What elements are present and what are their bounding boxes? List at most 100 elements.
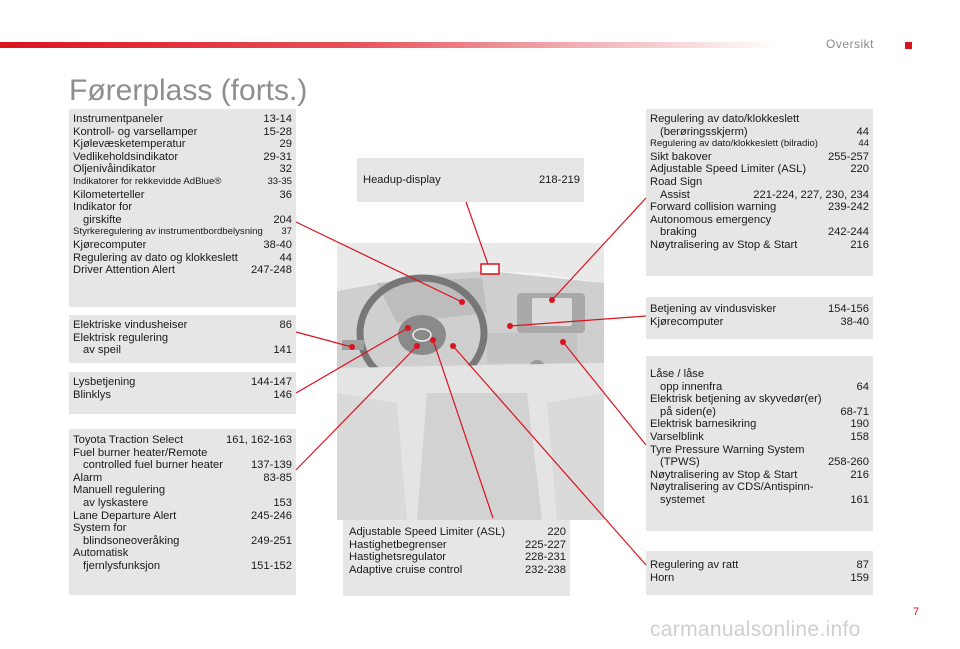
entry-label: Blinklys: [73, 388, 111, 401]
entry-page: 15-28: [263, 125, 292, 138]
entry-page: 33-35: [267, 175, 292, 187]
entry-page: 68-71: [840, 405, 869, 418]
index-entry: System for: [73, 522, 292, 535]
entry-label: Elektriske vindusheiser: [73, 319, 188, 331]
entry-label: Elektrisk regulering: [73, 331, 169, 344]
entry-page: 38-40: [840, 315, 869, 328]
entry-label: av lyskastere: [83, 496, 149, 509]
entry-page: 44: [858, 138, 869, 150]
entry-label: systemet: [660, 493, 705, 506]
entry-label: blindsoneoveråking: [83, 534, 180, 547]
entry-label: Lysbetjening: [73, 376, 136, 388]
entry-page: 216: [850, 238, 869, 251]
entry-label: Regulering av dato og klokkeslett: [73, 251, 238, 264]
entry-label: Kontroll- og varsellamper: [73, 125, 198, 138]
entry-label: Lane Departure Alert: [73, 509, 177, 522]
entry-label: Sikt bakover: [650, 150, 712, 163]
entry-page: 141: [273, 344, 292, 357]
entry-label: Nøytralisering av Stop & Start: [650, 468, 798, 481]
entry-label: Assist: [660, 188, 690, 201]
index-entry: Elektriske vindusheiser 86: [73, 319, 292, 332]
index-entry: Road Sign: [650, 176, 869, 189]
entry-label: Hastighetbegrenser: [349, 538, 447, 551]
entry-label: System for: [73, 522, 127, 535]
entry-label: Toyota Traction Select: [73, 434, 184, 446]
entry-label: Indikatorer for rekkevidde AdBlue®: [73, 175, 222, 187]
entry-page: 38-40: [263, 238, 292, 251]
entry-label: Kjørecomputer: [650, 315, 724, 328]
index-entry: Nøytralisering av CDS/Antispinn-: [650, 481, 869, 494]
entry-page: 36: [279, 188, 292, 201]
entry-label: Betjening av vindusvisker: [650, 303, 777, 315]
entry-label: Fuel burner heater/Remote: [73, 446, 208, 459]
entry-label: Forward collision warning: [650, 201, 777, 214]
entry-page: 242-244: [827, 226, 869, 239]
entry-label: Regulering av dato/klokkeslett: [650, 113, 800, 125]
index-entry: (berøringsskjerm)44: [650, 126, 869, 139]
entry-label: Automatisk: [73, 547, 129, 560]
entry-page: 37: [281, 226, 292, 238]
entry-label: Driver Attention Alert: [73, 264, 175, 277]
entry-label: Varselblink: [650, 430, 704, 443]
entry-label: opp innenfra: [660, 380, 723, 393]
entry-page: 159: [850, 571, 869, 584]
entry-label: Oljenivåindikator: [73, 163, 156, 176]
dashboard-illustration: [337, 243, 604, 520]
index-entry: Indikatorer for rekkevidde AdBlue® 33-35: [73, 176, 292, 189]
entry-label: på siden(e): [660, 405, 716, 418]
entry-page: 221-224, 227, 230, 234: [753, 188, 869, 201]
entry-page: 225-227: [524, 538, 566, 551]
page-title: Førerplass (forts.): [69, 74, 308, 107]
entry-page: 158: [850, 430, 869, 443]
section-marker: [905, 42, 912, 49]
entry-label: Instrumentpaneler: [73, 113, 164, 125]
entry-label: Regulering av dato/klokkeslett (bilradio…: [650, 138, 818, 150]
entry-page: 137-139: [250, 459, 292, 472]
index-entry: Adjustable Speed Limiter (ASL) 220: [349, 526, 566, 539]
index-entry: Nøytralisering av Stop & Start 216: [650, 239, 869, 252]
entry-label: Elektrisk betjening av skyvedør(er): [650, 393, 822, 406]
entry-page: 218-219: [538, 174, 580, 186]
entry-page: 86: [279, 319, 292, 331]
entry-page: 161: [850, 493, 869, 506]
entry-label: Tyre Pressure Warning System: [650, 443, 805, 456]
entry-label: Låse / låse: [650, 368, 705, 380]
entry-label: Kjølevæsketemperatur: [73, 138, 186, 151]
index-entry: Autonomous emergency: [650, 214, 869, 227]
watermark-text: carmanualsonline.info: [650, 618, 861, 641]
entry-page: 220: [850, 163, 869, 176]
entry-page: 228-231: [524, 551, 566, 564]
entry-label: Adjustable Speed Limiter (ASL): [349, 526, 506, 538]
entry-label: Road Sign: [650, 175, 703, 188]
entry-page: 216: [850, 468, 869, 481]
entry-page: 220: [547, 526, 566, 538]
entry-label: Nøytralisering av Stop & Start: [650, 238, 798, 251]
index-entry: Fuel burner heater/Remote: [73, 447, 292, 460]
entry-page: 87: [856, 559, 869, 571]
